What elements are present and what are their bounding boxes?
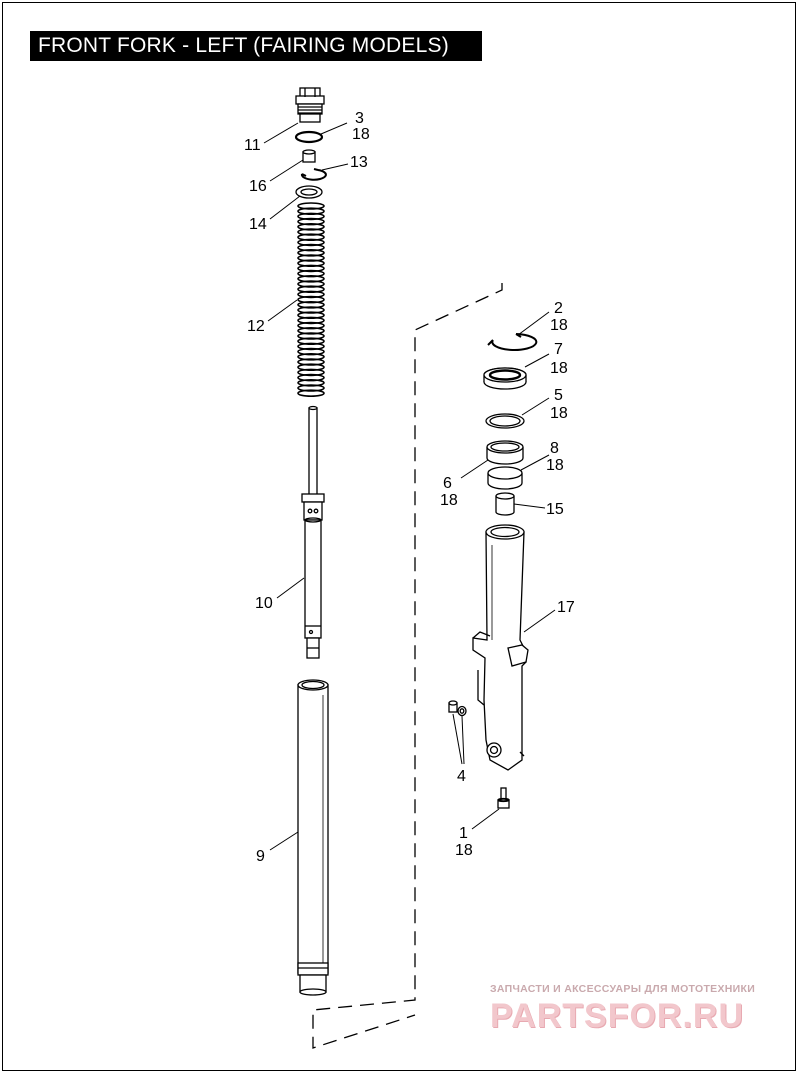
callout-13: 13 (350, 154, 368, 171)
spring-coil (297, 285, 325, 294)
part-15-oil-lock (495, 492, 515, 516)
spring-coil (297, 321, 325, 330)
part-8-bushing (487, 466, 523, 490)
callout-9: 9 (256, 848, 265, 865)
callout-7-qty: 18 (550, 360, 568, 377)
part-3-o-ring (294, 130, 324, 144)
part-13-retaining-ring (300, 168, 327, 181)
part-1-bolt (497, 787, 510, 809)
part-12-fork-spring (297, 202, 325, 398)
callout-14: 14 (249, 216, 267, 233)
assembly-dashed-line (312, 283, 503, 1049)
callout-17: 17 (557, 599, 575, 616)
part-5-washer (485, 413, 525, 429)
callout-3: 3 (355, 110, 364, 127)
spring-coil (297, 337, 325, 346)
page-title: FRONT FORK - LEFT (FAIRING MODELS) (30, 31, 482, 61)
callout-6: 6 (443, 475, 452, 492)
callout-8: 8 (550, 440, 559, 457)
callout-1-qty: 18 (455, 842, 473, 859)
callout-10: 10 (255, 595, 273, 612)
part-4-drain-screw (448, 700, 467, 717)
spring-coil (297, 373, 325, 382)
callout-2-qty: 18 (550, 317, 568, 334)
callout-2: 2 (554, 300, 563, 317)
part-14-washer (295, 185, 323, 199)
part-10-damper-tube (301, 405, 325, 659)
callout-6-qty: 18 (440, 492, 458, 509)
spring-coil (297, 259, 325, 268)
part-16-spacer (302, 149, 316, 163)
callout-4: 4 (457, 768, 466, 785)
callout-3-qty: 18 (352, 126, 370, 143)
spring-coil (297, 389, 325, 398)
callout-7: 7 (554, 341, 563, 358)
watermark-logo: PARTSFOR.RU (490, 997, 745, 1035)
spring-coil (297, 347, 325, 356)
callout-12: 12 (247, 318, 265, 335)
spring-coil (297, 295, 325, 304)
spring-coil (297, 311, 325, 320)
callout-15: 15 (546, 501, 564, 518)
part-17-fork-slider (472, 524, 529, 771)
spring-coil (297, 363, 325, 372)
callout-1: 1 (459, 825, 468, 842)
callout-5-qty: 18 (550, 405, 568, 422)
callout-11: 11 (244, 137, 261, 154)
callout-8-qty: 18 (546, 457, 564, 474)
callout-5: 5 (554, 387, 563, 404)
part-6-bushing (486, 440, 524, 465)
part-2-retaining-ring (487, 333, 538, 351)
leader-lines (263, 122, 556, 851)
spring-coil (297, 269, 325, 278)
callouts: 11 3 18 13 16 14 12 10 9 2 18 7 18 5 18 … (244, 110, 575, 865)
part-9-fork-tube (297, 679, 329, 996)
callout-16: 16 (249, 178, 267, 195)
watermark-tagline: ЗАПЧАСТИ И АКСЕССУАРЫ ДЛЯ МОТОТЕХНИКИ (490, 983, 756, 995)
part-11-fork-cap (295, 87, 325, 123)
part-7-oil-seal (483, 367, 527, 390)
